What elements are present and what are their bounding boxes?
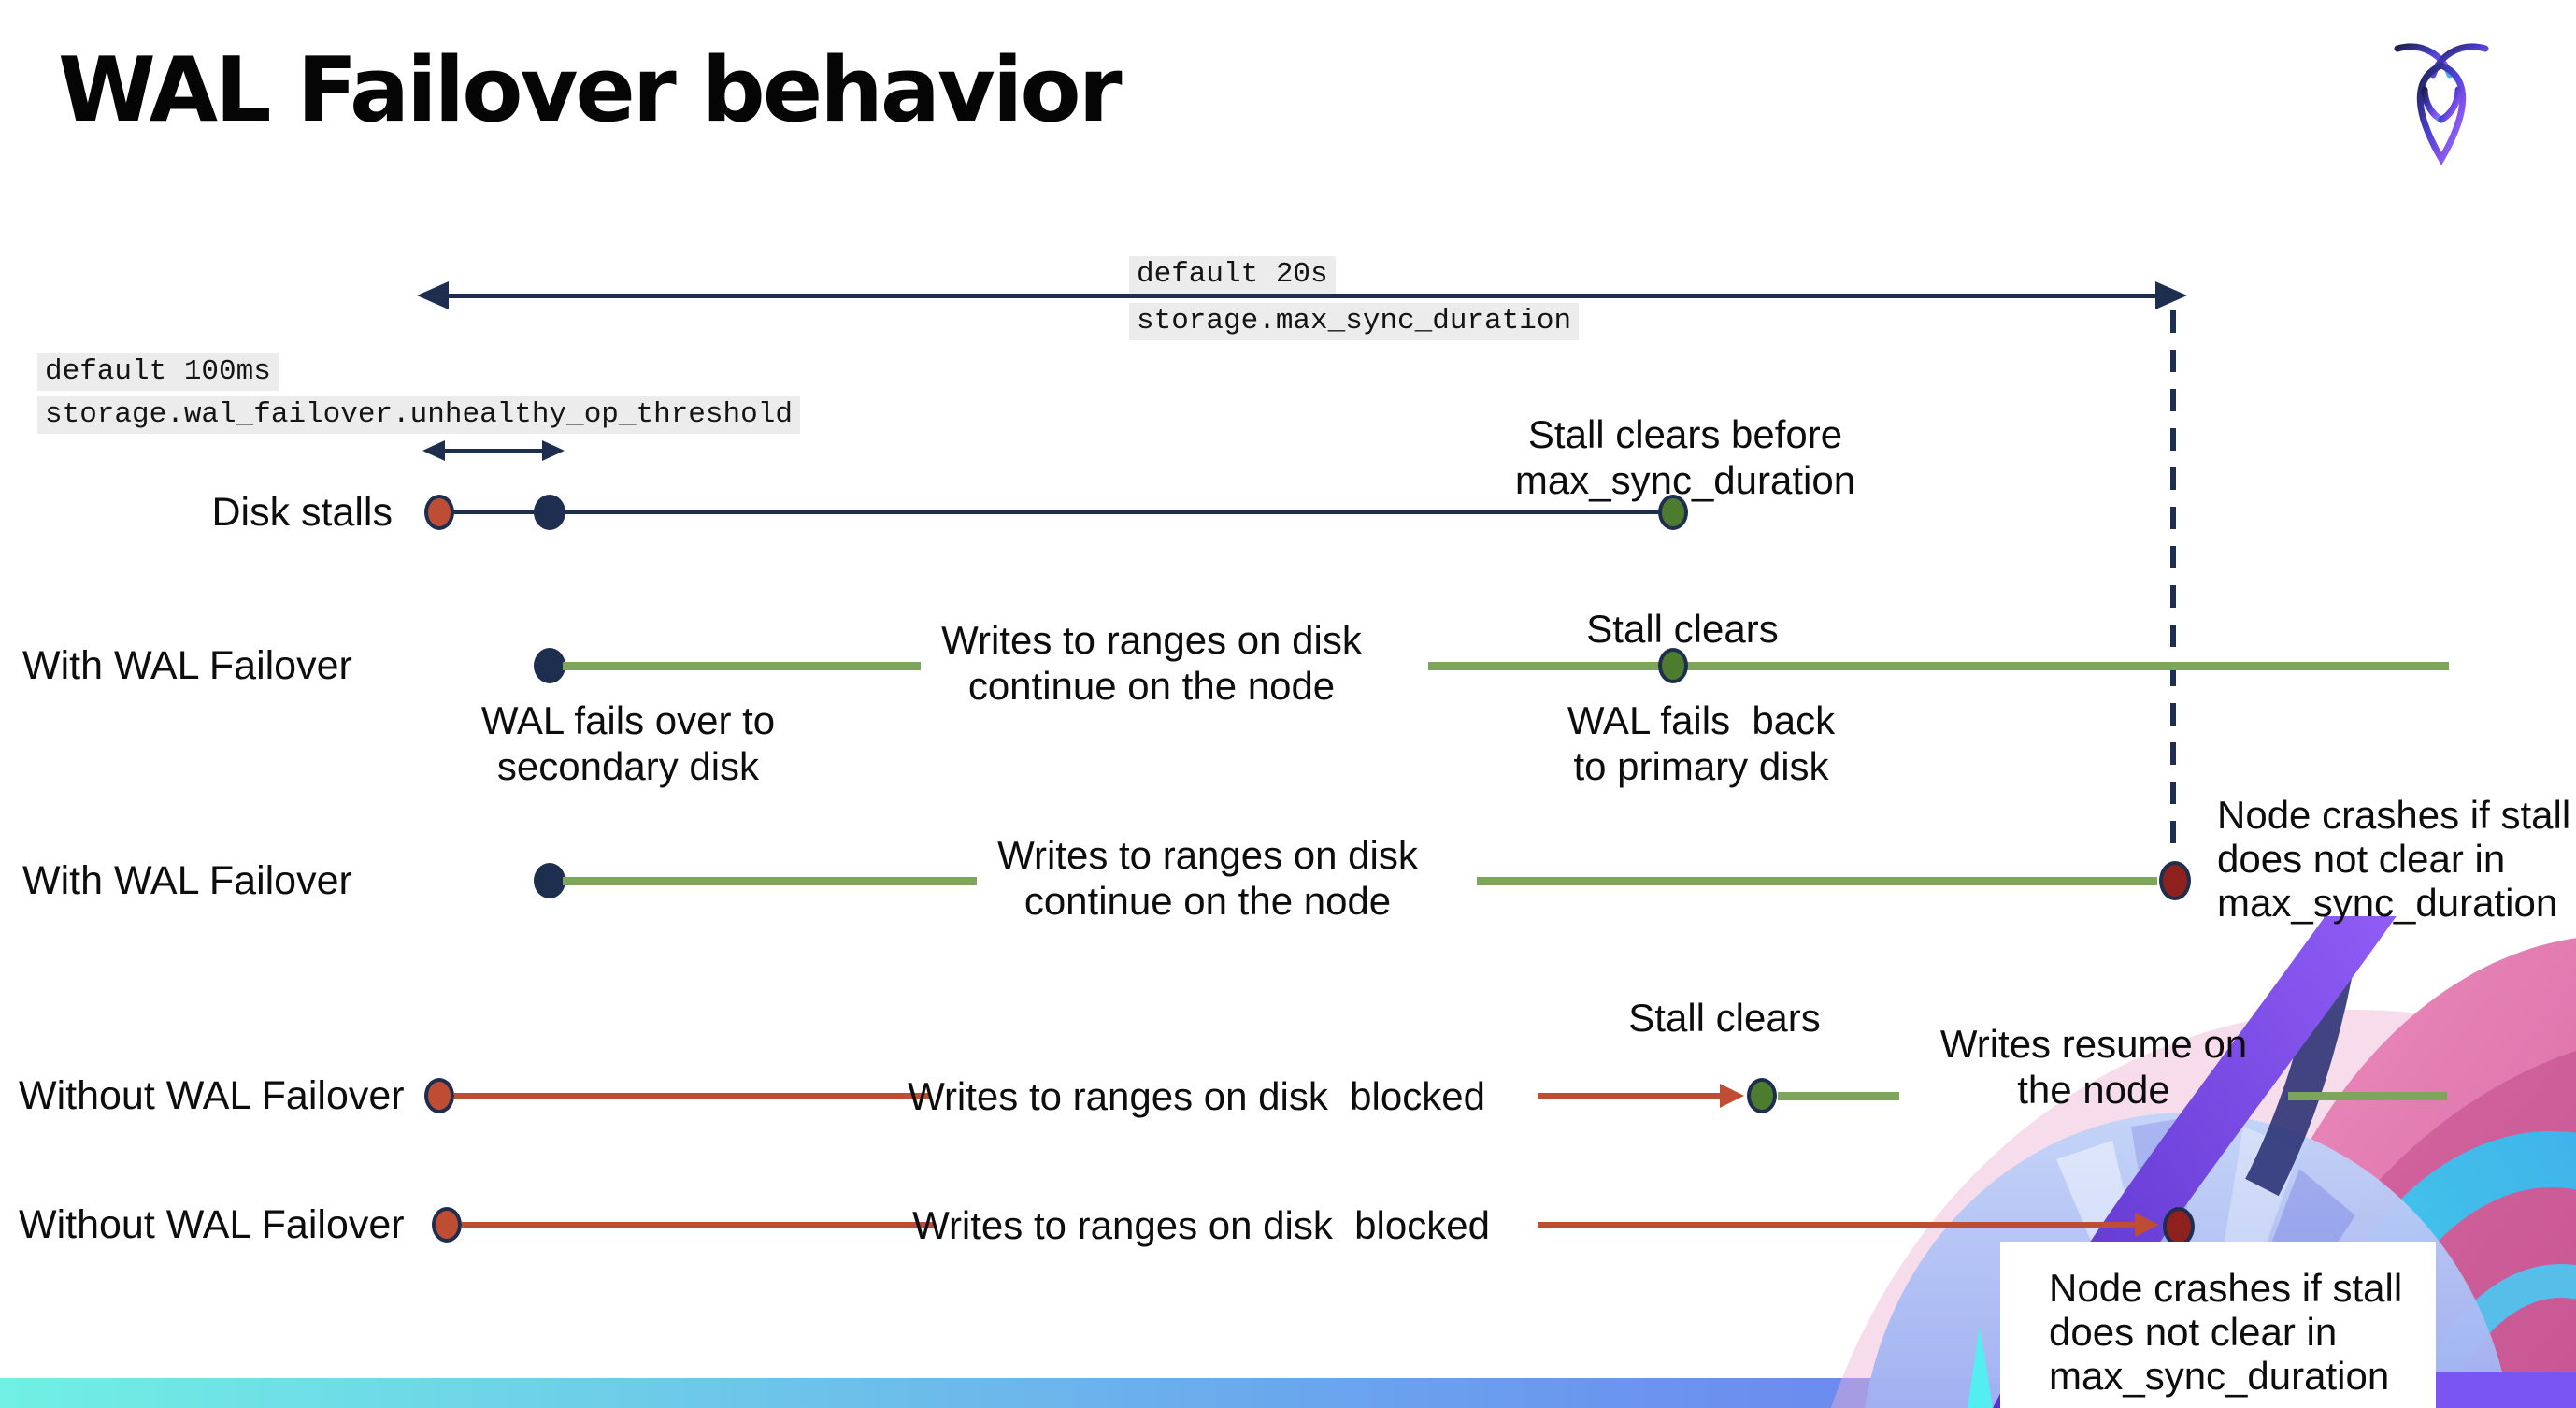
- stall-start-dot: [424, 1078, 454, 1113]
- writes-blocked-line: [1538, 1093, 1722, 1099]
- note-line: Writes to ranges on disk: [941, 618, 1362, 662]
- page-title: WAL Failover behavior: [58, 39, 1123, 142]
- writes-blocked-line: [1538, 1222, 2135, 1228]
- threshold-span-line: [439, 449, 544, 453]
- note-line: Writes resume on: [1939, 1022, 2248, 1066]
- note-line: continue on the node: [1023, 879, 1392, 923]
- note-line: Writes to ranges on disk: [997, 833, 1418, 877]
- writes-continue-note: Writes to ranges on disk continue on the…: [974, 832, 1441, 924]
- threshold-default-label: default 100ms: [37, 353, 279, 391]
- writes-continue-note: Writes to ranges on disk continue on the…: [918, 617, 1385, 709]
- note-line: the node: [2017, 1068, 2170, 1112]
- writes-resume-line: [1778, 1092, 1899, 1100]
- stall-clears-note: Stall clears: [1628, 996, 1821, 1040]
- threshold-setting-name: storage.wal_failover.unhealthy_op_thresh…: [37, 396, 800, 434]
- row-label-with-wal-failover-1: With WAL Failover: [22, 643, 352, 688]
- failover-dot: [534, 863, 565, 898]
- node-crash-note: Node crashes if stall does not clear in …: [2217, 793, 2576, 925]
- writes-resume-note: Writes resume on the node: [1860, 1021, 2327, 1113]
- threshold-dot: [534, 495, 565, 530]
- writes-resume-line: [2288, 1092, 2447, 1100]
- note-line: does not clear in: [2217, 837, 2506, 881]
- writes-blocked-note: Writes to ranges on disk blocked: [908, 1074, 1485, 1118]
- note-line: does not clear in: [2049, 1310, 2338, 1354]
- note-line: secondary disk: [496, 744, 760, 788]
- writes-continue-line: [563, 877, 977, 885]
- max-sync-deadline-dashed-line: [2170, 310, 2176, 858]
- arrowhead-right-icon: [2155, 281, 2187, 309]
- note-line: Stall clears before: [1527, 412, 1843, 456]
- row-label-disk-stalls: Disk stalls: [211, 490, 393, 535]
- writes-blocked-note: Writes to ranges on disk blocked: [912, 1203, 1490, 1247]
- writes-continue-line: [1477, 877, 2157, 885]
- writes-blocked-line: [462, 1222, 935, 1228]
- note-line: max_sync_duration: [2217, 881, 2558, 925]
- fails-over-note: WAL fails over to secondary disk: [394, 697, 862, 789]
- note-line: max_sync_duration: [2049, 1354, 2390, 1398]
- stall-start-dot: [432, 1207, 462, 1243]
- red-arrowhead-icon: [2135, 1213, 2159, 1237]
- stall-start-dot: [424, 495, 454, 530]
- max-sync-duration-span-line: [439, 294, 2168, 298]
- note-line: WAL fails over to: [480, 698, 776, 742]
- max-sync-setting-name: storage.max_sync_duration: [1129, 303, 1580, 340]
- threshold-arrowhead-left-icon: [422, 440, 445, 461]
- writes-continue-line: [1428, 662, 2449, 670]
- stall-clears-note: Stall clears: [1586, 607, 1779, 651]
- failover-dot: [534, 648, 565, 683]
- note-line: to primary disk: [1573, 744, 1829, 788]
- note-line: Node crashes if stall: [2217, 793, 2571, 837]
- writes-continue-line: [563, 662, 921, 670]
- note-line: max_sync_duration: [1514, 458, 1856, 502]
- stall-clears-dot: [1658, 648, 1688, 683]
- row-label-without-wal-failover-2: Without WAL Failover: [19, 1202, 405, 1247]
- red-arrowhead-icon: [1720, 1084, 1744, 1108]
- note-line: WAL fails back: [1567, 698, 1836, 742]
- row-label-without-wal-failover-1: Without WAL Failover: [19, 1073, 405, 1118]
- max-sync-default-label: default 20s: [1129, 256, 1336, 294]
- writes-blocked-line: [454, 1093, 929, 1099]
- cockroachdb-logo-icon: [2394, 43, 2489, 165]
- row-label-with-wal-failover-2: With WAL Failover: [22, 858, 352, 903]
- node-crash-dot: [2163, 1207, 2195, 1246]
- stall-clears-dot: [1658, 495, 1688, 530]
- note-line: continue on the node: [967, 664, 1336, 708]
- node-crash-dot: [2159, 861, 2191, 900]
- note-line: Node crashes if stall: [2049, 1266, 2403, 1310]
- disk-stalls-timeline: [439, 510, 1673, 514]
- fails-back-note: WAL fails back to primary disk: [1467, 697, 1935, 789]
- node-crash-note-box: Node crashes if stall does not clear in …: [2000, 1242, 2436, 1408]
- threshold-arrowhead-right-icon: [542, 440, 565, 461]
- node-crash-note: Node crashes if stall does not clear in …: [2049, 1266, 2402, 1398]
- arrowhead-left-icon: [417, 281, 449, 309]
- stall-clears-before-note: Stall clears before max_sync_duration: [1452, 411, 1919, 503]
- stall-clears-dot: [1747, 1078, 1777, 1113]
